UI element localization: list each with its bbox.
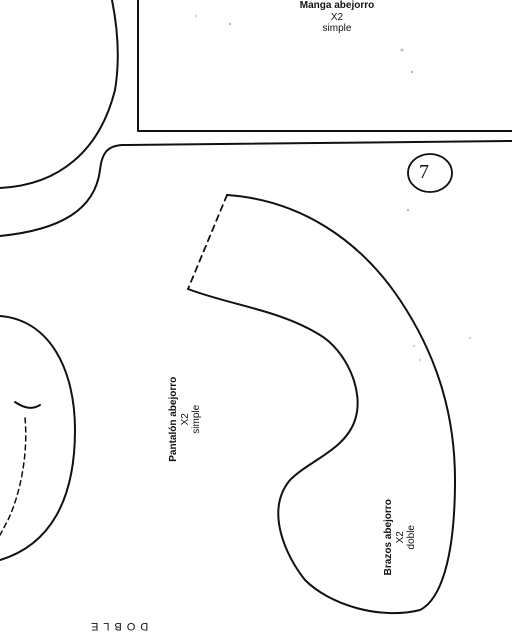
brazos-piece-label: Brazos abejorro X2 doble: [383, 477, 418, 597]
brazos-title: Brazos abejorro: [382, 499, 394, 576]
cut-line-left: [0, 140, 512, 237]
manga-type: simple: [322, 23, 352, 34]
manga-quantity: X2: [330, 11, 344, 23]
manga-piece-outline: [137, 0, 512, 132]
pantalon-title: Pantalón abejorro: [167, 376, 179, 462]
pantalon-notch: [14, 401, 41, 409]
page-number-circle: [407, 153, 453, 193]
brazos-quantity: X2: [394, 531, 406, 544]
page-number: 7: [419, 161, 429, 183]
pantalon-piece-outline: [0, 315, 76, 561]
pantalon-fold-line: [0, 417, 27, 536]
pantalon-piece-label: Pantalón abejorro X2 simple: [168, 354, 203, 484]
manga-title: Manga abejorro: [299, 0, 375, 11]
pantalon-type: simple: [190, 404, 202, 434]
brazos-type: doble: [405, 525, 417, 550]
brazos-piece-outline: [187, 194, 456, 615]
pantalon-quantity: X2: [179, 413, 191, 426]
manga-piece-label: Manga abejorro X2 simple: [282, 0, 392, 35]
doble-footer-label: DOBLE: [86, 620, 149, 632]
top-left-curve: [0, 0, 119, 189]
brazos-fold-line: [187, 194, 228, 290]
